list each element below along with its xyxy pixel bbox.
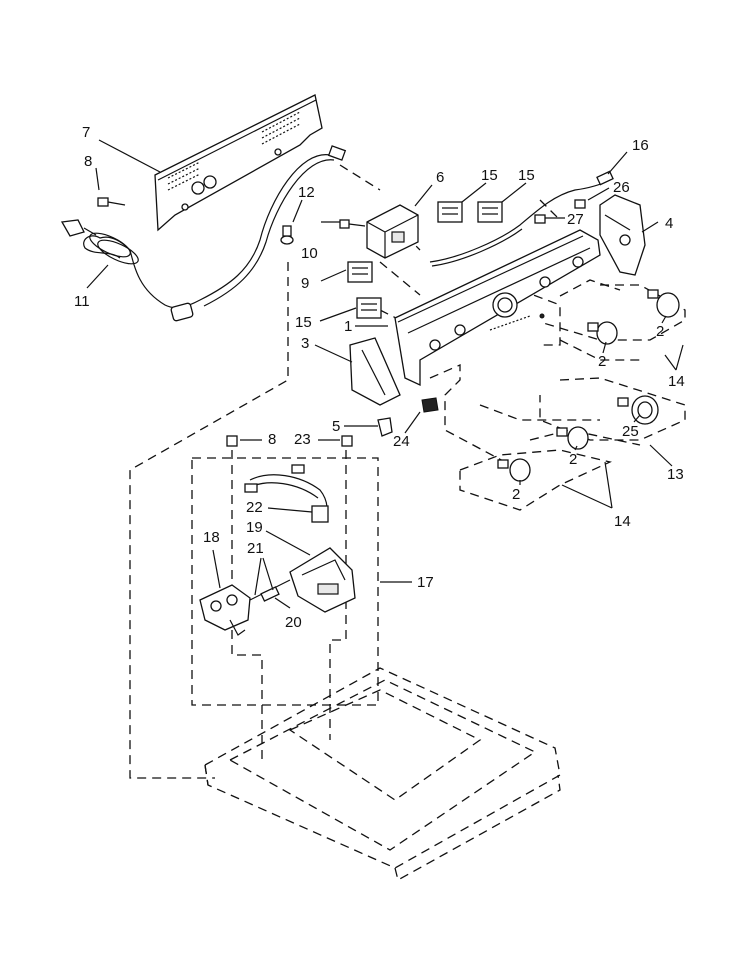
knob-part-25 [617, 395, 659, 425]
callout-25: 25 [622, 423, 639, 440]
power-cord-part-11 [60, 145, 347, 322]
callout-16: 16 [632, 137, 649, 154]
callout-2-a: 2 [656, 323, 664, 340]
callout-9: 9 [301, 275, 309, 292]
screw-part-27 [534, 214, 546, 224]
washer-top-frame [204, 667, 561, 881]
knob-part-2-d [497, 458, 531, 482]
switch-part-15-b [477, 201, 503, 223]
callout-19: 19 [246, 519, 263, 536]
callout-23: 23 [294, 431, 311, 448]
switch-part-15-lower [356, 297, 382, 319]
screw-part-10 [339, 219, 366, 229]
callout-6: 6 [436, 169, 444, 186]
callout-14-b: 14 [614, 513, 631, 530]
callout-4: 4 [665, 215, 673, 232]
grommet-part-12 [280, 225, 294, 245]
callout-10: 10 [301, 245, 318, 262]
control-console-part-1 [394, 229, 601, 387]
knob-part-2-b [587, 321, 618, 345]
callout-7: 7 [82, 124, 90, 141]
callout-8-lower: 8 [268, 431, 276, 448]
knob-part-2-a [647, 289, 680, 318]
callout-1: 1 [344, 318, 352, 335]
callout-13: 13 [667, 466, 684, 483]
callout-14-a: 14 [668, 373, 685, 390]
knob-part-2-c [556, 426, 589, 450]
callout-labels: 7 8 12 11 6 15 15 16 26 27 4 10 9 15 1 3… [74, 124, 685, 631]
assembly-guide-lines [129, 164, 686, 779]
callout-27: 27 [567, 211, 584, 228]
callout-24: 24 [393, 433, 410, 450]
callout-12: 12 [298, 184, 315, 201]
rear-panel-part-7 [154, 94, 323, 232]
callout-18: 18 [203, 529, 220, 546]
hose-part-21-20 [249, 579, 291, 602]
clip-part-5 [377, 417, 393, 437]
leader-lines [86, 139, 684, 609]
switch-part-9 [347, 261, 373, 283]
switch-part-15-a [437, 201, 463, 223]
clip-part-24 [421, 397, 439, 413]
callout-20: 20 [285, 614, 302, 631]
callout-15-c: 15 [295, 314, 312, 331]
screw-part-26 [574, 199, 586, 209]
screw-part-8-top [97, 197, 126, 207]
callout-3: 3 [301, 335, 309, 352]
callout-15-a: 15 [481, 167, 498, 184]
water-valve-part-18 [199, 584, 251, 636]
callout-2-d: 2 [512, 486, 520, 503]
callout-2-c: 2 [569, 451, 577, 468]
screw-part-8-lower [226, 435, 238, 447]
callout-21: 21 [247, 540, 264, 557]
bracket-part-19 [289, 547, 356, 613]
callout-5: 5 [332, 418, 340, 435]
end-cap-part-3 [349, 337, 401, 406]
wire-harness-part-16 [429, 170, 614, 267]
callout-17: 17 [417, 574, 434, 591]
wiring-part-22 [244, 464, 329, 523]
callout-8-top: 8 [84, 153, 92, 170]
callout-26: 26 [613, 179, 630, 196]
callout-22: 22 [246, 499, 263, 516]
callout-11: 11 [74, 293, 90, 310]
control-module-part-6 [366, 204, 419, 259]
end-bracket-part-4 [599, 194, 646, 276]
callout-15-b: 15 [518, 167, 535, 184]
callout-2-b: 2 [598, 353, 606, 370]
screw-part-23 [341, 435, 353, 447]
